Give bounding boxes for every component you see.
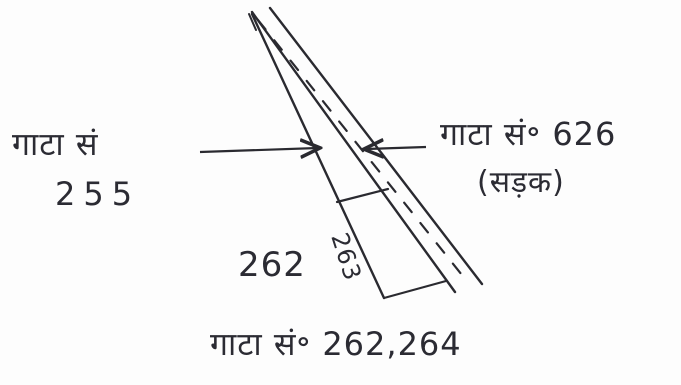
left-plot-name-label: गाटा सं [12,128,99,160]
left-plot-number-label: 255 [55,178,140,210]
right-pointer-arrow [366,147,426,149]
plot-262-label: 262 [238,248,306,282]
left-pointer-arrow [200,148,318,152]
right-plot-name-label: गाटा सं॰ 626 [440,118,616,150]
plot-263-bottom-boundary [384,281,446,298]
right-plot-type-label: (सड़क) [477,168,565,198]
bottom-plots-label: गाटा सं॰ 262,264 [210,328,462,360]
plot-263-top-boundary [337,189,388,202]
